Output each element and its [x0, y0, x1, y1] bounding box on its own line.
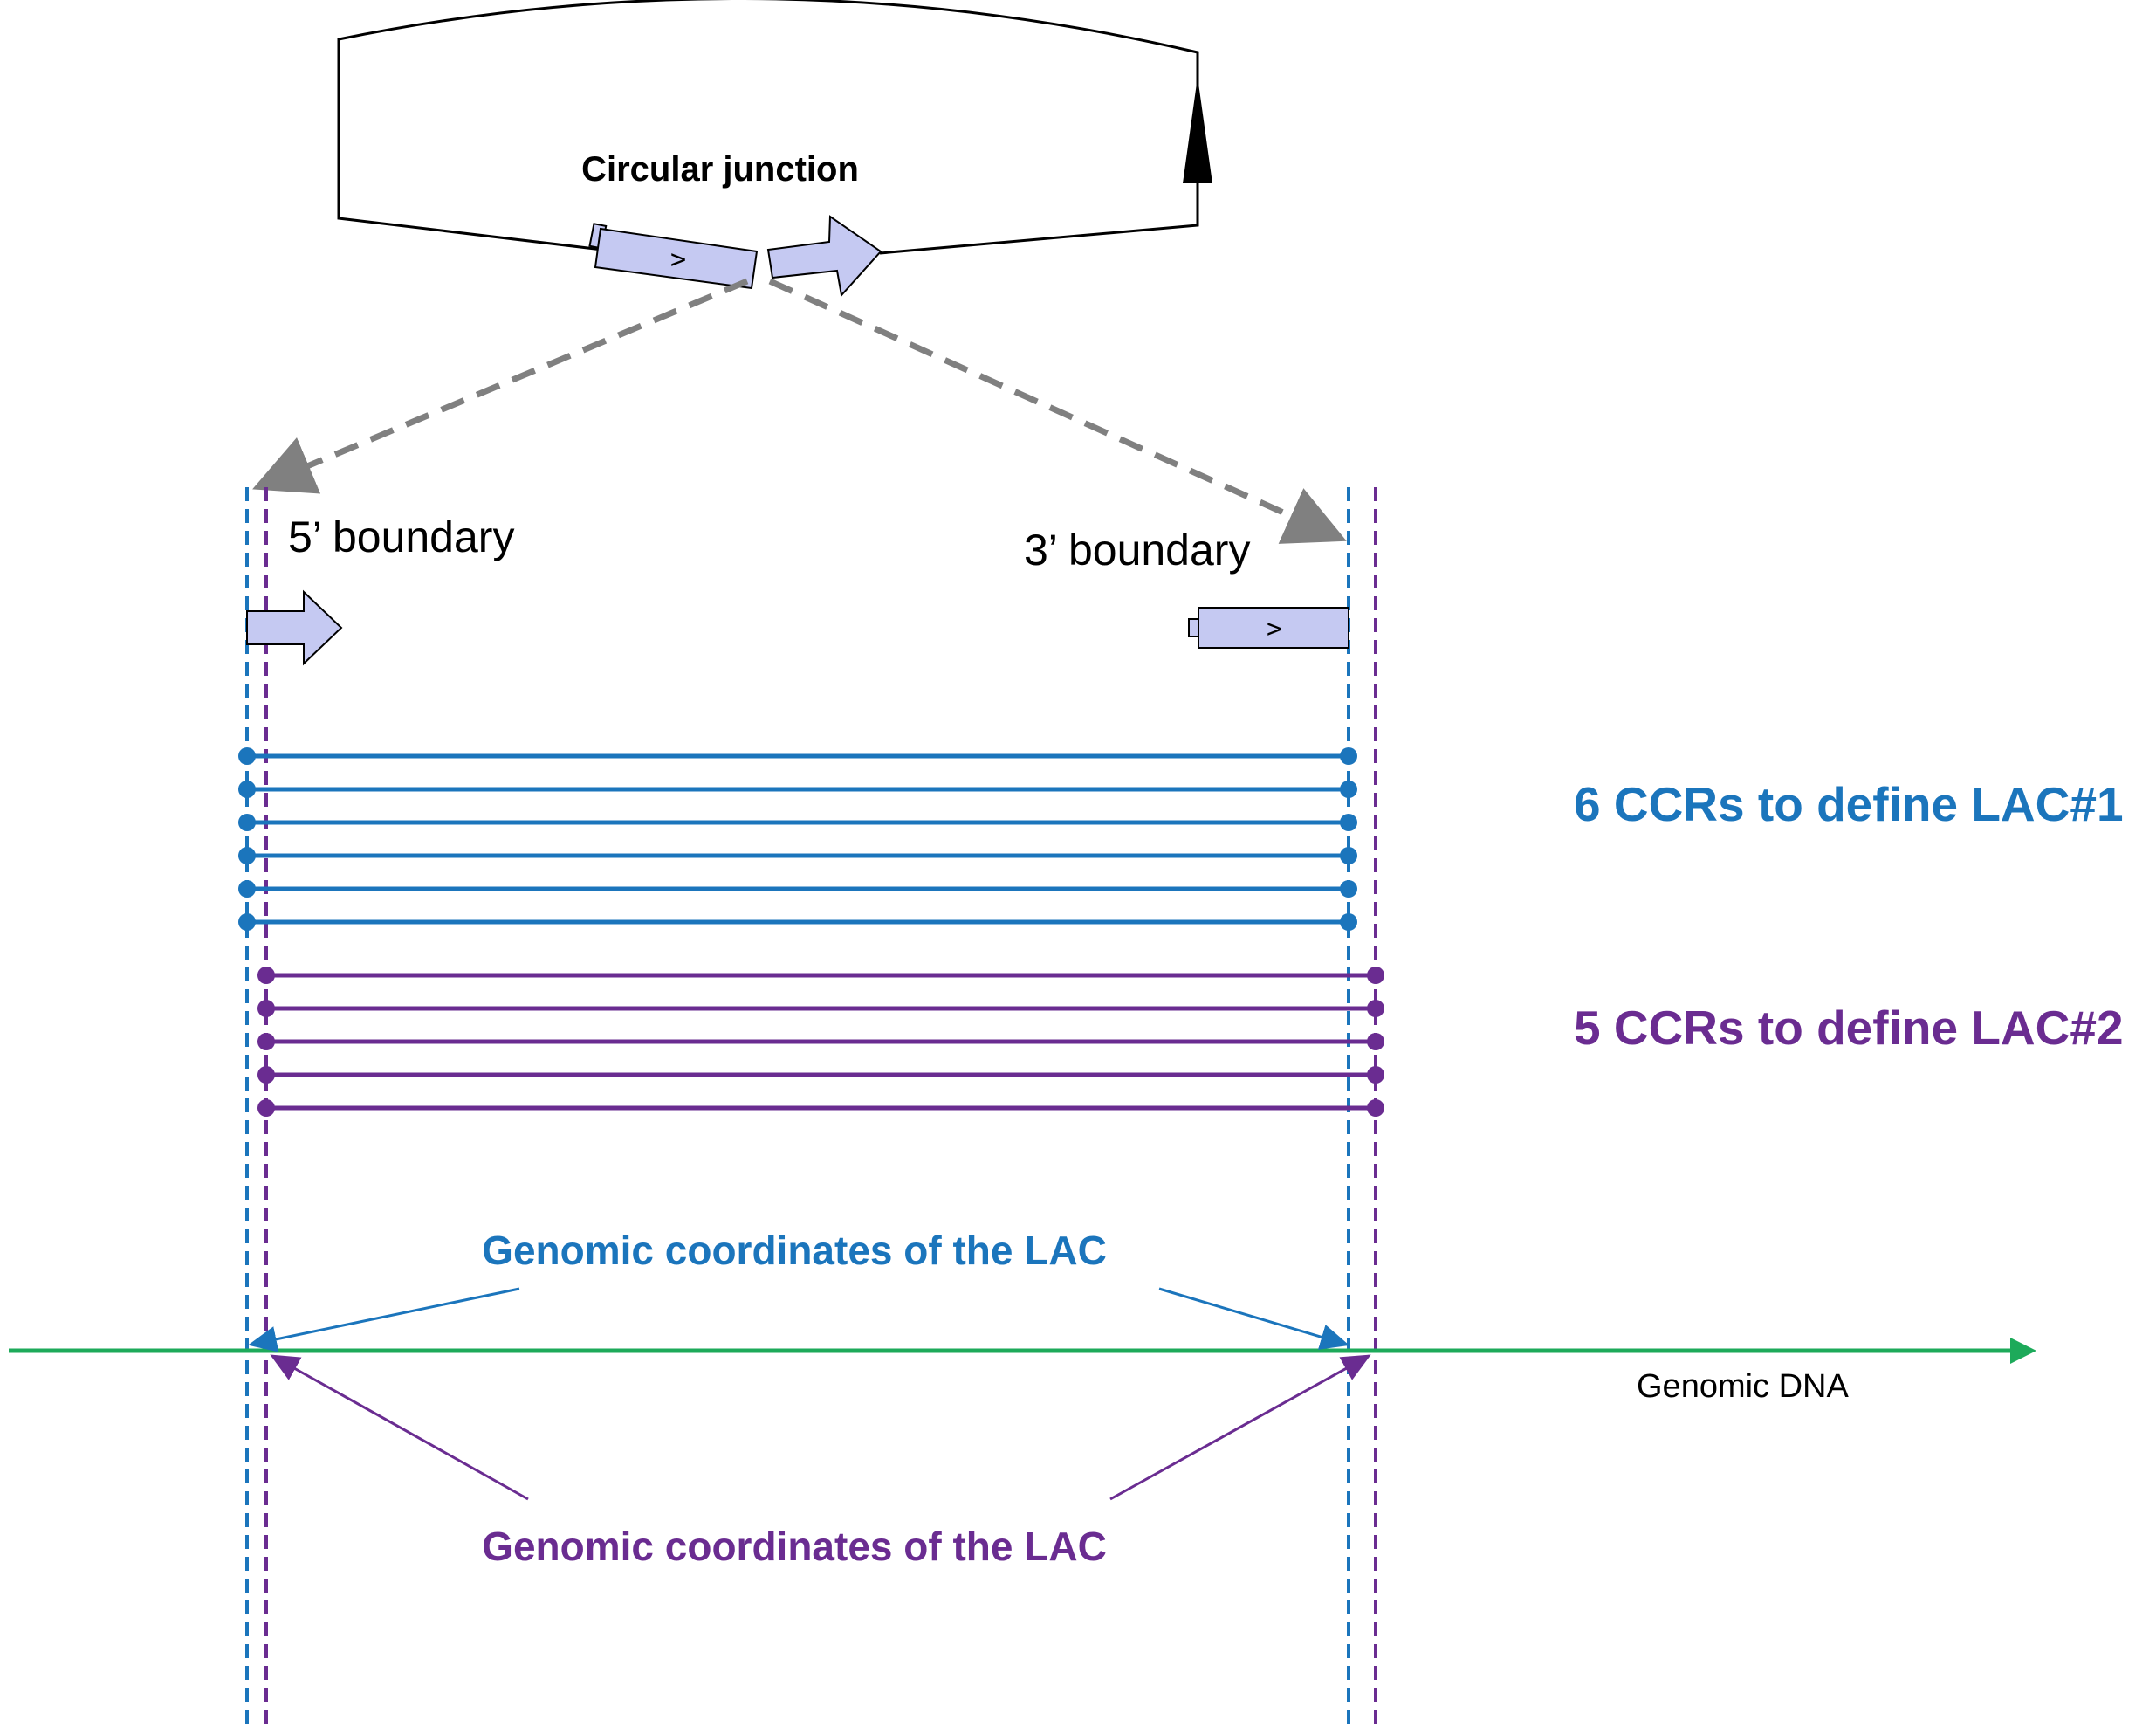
genomic-dna-label: Genomic DNA: [1637, 1368, 1849, 1405]
ccr-endpoint-end: [1340, 781, 1357, 798]
coords-top-pointer-left: [248, 1287, 520, 1352]
ccr-endpoint-start: [238, 847, 256, 864]
lac1-ccr-label: 6 CCRs to define LAC#1: [1574, 777, 2124, 831]
ccr-endpoint-end: [1367, 967, 1384, 984]
circular-junction-label: Circular junction: [581, 150, 859, 189]
boundary-3prime-segment-mark: >: [1267, 614, 1282, 644]
ccr-endpoint-end: [1367, 1066, 1384, 1084]
arrow-to-3prime-boundary: [768, 278, 1347, 544]
coords-bottom-pointer-right: [1109, 1354, 1371, 1501]
ccr-endpoint-end: [1340, 814, 1357, 831]
ccr-endpoint-start: [238, 814, 256, 831]
arrow-to-5prime-boundary: [252, 278, 749, 494]
ccr-endpoint-end: [1340, 880, 1357, 898]
ccr-endpoint-start: [238, 747, 256, 765]
ccr-endpoint-end: [1367, 1099, 1384, 1117]
coords-top-pointer-right: [1158, 1287, 1349, 1350]
ccr-endpoint-end: [1340, 847, 1357, 864]
coords-label-top: Genomic coordinates of the LAC: [482, 1228, 1107, 1273]
ccr-endpoint-start: [257, 1000, 275, 1017]
boundary-3prime-label: 3’ boundary: [1024, 526, 1250, 575]
coords-bottom-pointer-left: [270, 1354, 529, 1501]
circular-element: Circular junction >: [337, 0, 1212, 298]
junction-segment-arrow: [766, 215, 882, 298]
ccr-endpoint-start: [238, 880, 256, 898]
ccr-endpoint-start: [238, 781, 256, 798]
ccr-endpoint-start: [238, 913, 256, 931]
lac2-ccr-label: 5 CCRs to define LAC#2: [1574, 1001, 2124, 1055]
boundary-3prime-segment-box: >: [1188, 607, 1349, 649]
ccr-endpoint-start: [257, 967, 275, 984]
boundary-5prime-label: 5’ boundary: [288, 513, 514, 561]
ccr-endpoint-end: [1340, 913, 1357, 931]
ccr-endpoint-end: [1367, 1033, 1384, 1050]
junction-segment-box: >: [588, 223, 759, 290]
ccr-group-lac2: [257, 967, 1384, 1117]
ccr-endpoint-start: [257, 1033, 275, 1050]
ccr-endpoint-end: [1367, 1000, 1384, 1017]
boundary-5prime-segment-arrow: [246, 589, 343, 666]
ccr-endpoint-start: [257, 1066, 275, 1084]
ccr-endpoint-end: [1340, 747, 1357, 765]
circle-outline: [337, 0, 1199, 255]
coords-label-bottom: Genomic coordinates of the LAC: [482, 1524, 1107, 1569]
circle-direction-arrowhead: [1183, 77, 1212, 183]
ccr-endpoint-start: [257, 1099, 275, 1117]
junction-segment-mark: >: [670, 244, 686, 275]
ccr-group-lac1: [238, 747, 1357, 931]
